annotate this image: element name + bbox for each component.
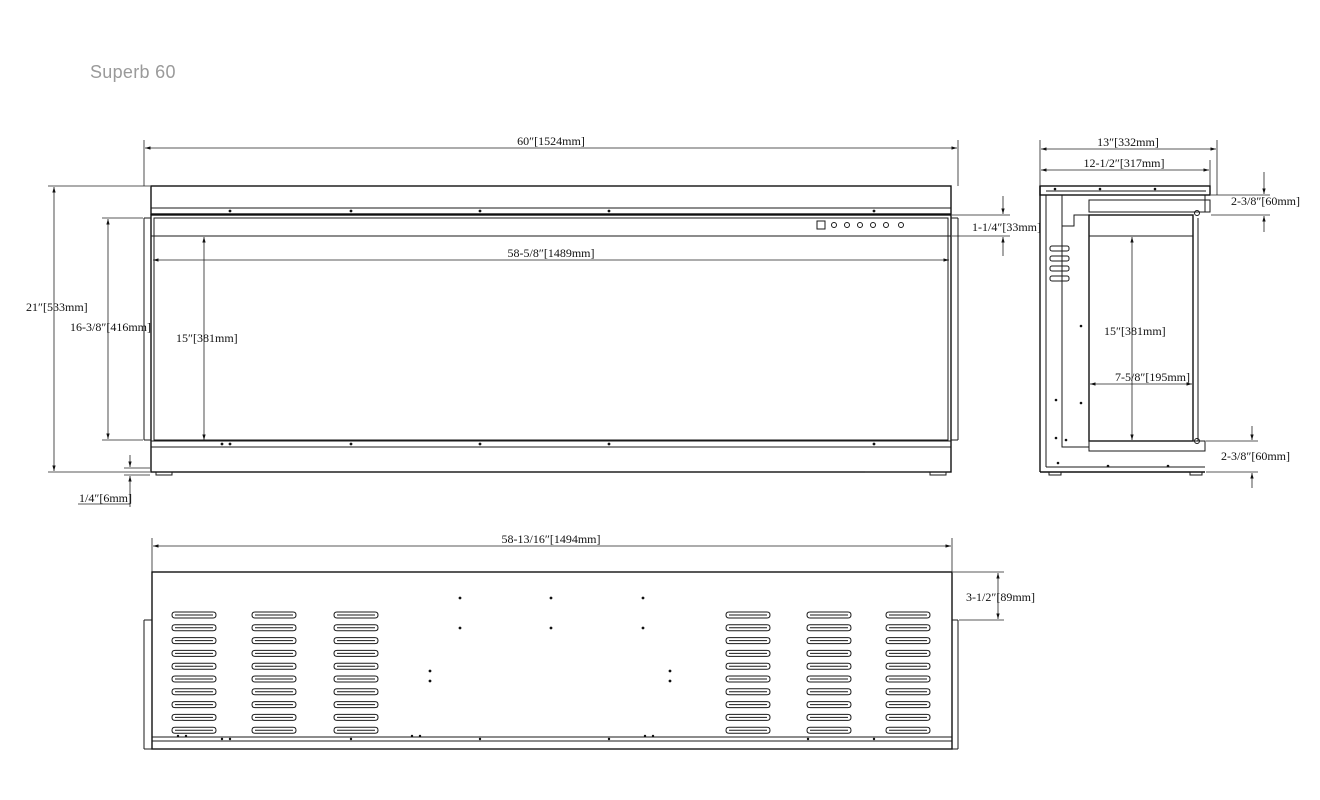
vent-slot	[725, 637, 771, 645]
vent-slot	[251, 611, 297, 619]
vent-slot	[885, 611, 931, 619]
vent-slot	[885, 713, 931, 721]
dim-front-body-height: 16-3/8″[416mm]	[70, 320, 151, 334]
vent-slot	[885, 675, 931, 683]
dim-front-foot: 1/4″[6mm]	[79, 491, 132, 505]
dim-side-depth: 13″[332mm]	[1097, 135, 1159, 149]
vent-slot	[333, 611, 379, 619]
vent-slot	[171, 675, 217, 683]
vent-slot	[171, 649, 217, 657]
vent-slot	[806, 675, 852, 683]
vent-slot	[251, 662, 297, 670]
vent-slot	[251, 713, 297, 721]
vent-slot	[885, 726, 931, 734]
dim-top-width: 58-13/16″[1494mm]	[502, 532, 601, 546]
vent-slot	[333, 675, 379, 683]
vent-slot	[171, 701, 217, 709]
vent-slot	[806, 611, 852, 619]
vent-slot	[333, 701, 379, 709]
dim-side-bottom-offset: 2-3/8″[60mm]	[1221, 449, 1290, 463]
vent-slot	[251, 675, 297, 683]
vent-slot	[725, 726, 771, 734]
dim-top-depth: 3-1/2″[89mm]	[966, 590, 1035, 604]
side-view: 13″[332mm] 12-1/2″[317mm] 2-3/8″[60mm] 1…	[1039, 135, 1300, 488]
dim-side-top-offset: 2-3/8″[60mm]	[1231, 194, 1300, 208]
rear-vents	[171, 611, 931, 734]
vent-slot	[725, 701, 771, 709]
dim-front-top-trim: 1-1/4″[33mm]	[972, 220, 1041, 234]
front-view: 60″[1524mm] 58-5/8″[1489mm] 21″[533mm] 1…	[26, 134, 1041, 507]
vent-slot	[171, 662, 217, 670]
vent-slot	[806, 688, 852, 696]
vent-slot	[251, 726, 297, 734]
vent-slot	[725, 688, 771, 696]
vent-slot	[806, 624, 852, 632]
vent-slot	[806, 649, 852, 657]
vent-slot	[171, 637, 217, 645]
vent-slot	[171, 688, 217, 696]
side-vents	[1049, 245, 1070, 282]
vent-slot	[806, 726, 852, 734]
dim-side-window-height: 15″[381mm]	[1104, 324, 1166, 338]
vent-slot	[806, 701, 852, 709]
vent-slot	[251, 624, 297, 632]
vent-slot	[725, 611, 771, 619]
vent-slot	[251, 637, 297, 645]
dim-front-window-height: 15″[381mm]	[176, 331, 238, 345]
vent-slot	[806, 713, 852, 721]
vent-slot	[725, 675, 771, 683]
vent-slot	[251, 701, 297, 709]
vent-slot	[725, 713, 771, 721]
vent-slot	[885, 637, 931, 645]
vent-slot	[333, 688, 379, 696]
vent-slot	[171, 726, 217, 734]
vent-slot	[171, 713, 217, 721]
dim-side-body-depth: 12-1/2″[317mm]	[1084, 156, 1165, 170]
vent-slot	[333, 649, 379, 657]
vent-slot	[885, 624, 931, 632]
vent-slot	[725, 662, 771, 670]
vent-slot	[171, 611, 217, 619]
vent-slot	[333, 726, 379, 734]
vent-slot	[333, 713, 379, 721]
vent-slot	[251, 688, 297, 696]
vent-slot	[333, 637, 379, 645]
rear-view: 58-13/16″[1494mm] 3-1/2″[89mm]	[143, 532, 1035, 750]
vent-slot	[885, 701, 931, 709]
vent-slot	[725, 624, 771, 632]
dim-front-inner-width: 58-5/8″[1489mm]	[508, 246, 595, 260]
dim-side-window-depth: 7-5/8″[195mm]	[1115, 370, 1190, 384]
dim-front-width: 60″[1524mm]	[517, 134, 585, 148]
vent-slot	[333, 624, 379, 632]
vent-slot	[171, 624, 217, 632]
page-title: Superb 60	[90, 62, 176, 82]
vent-slot	[251, 649, 297, 657]
vent-slot	[885, 662, 931, 670]
vent-slot	[885, 649, 931, 657]
vent-slot	[806, 662, 852, 670]
vent-slot	[333, 662, 379, 670]
dim-front-height: 21″[533mm]	[26, 300, 88, 314]
vent-slot	[806, 637, 852, 645]
vent-slot	[725, 649, 771, 657]
vent-slot	[885, 688, 931, 696]
control-panel	[816, 220, 904, 230]
